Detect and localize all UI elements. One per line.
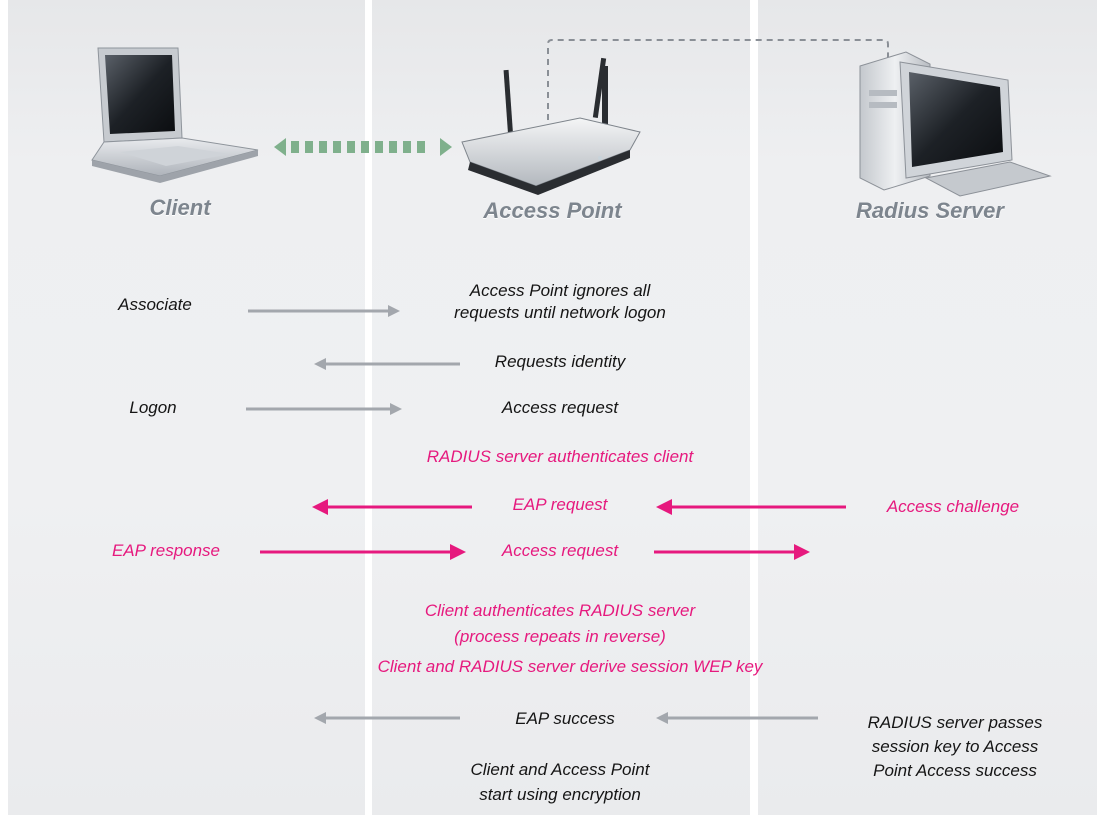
eap-success-arrow (314, 712, 460, 724)
requests-identity-arrow (314, 358, 460, 370)
radius-passes-line1: RADIUS server passes (867, 713, 1043, 732)
access-point-title: Access Point (483, 198, 622, 223)
radius-passes-arrow (656, 712, 818, 724)
access-request-forward-arrow (654, 544, 810, 560)
associate-arrow (248, 305, 400, 317)
access-challenge-label: Access challenge (886, 497, 1020, 516)
client-authenticates-line1: Client authenticates RADIUS server (424, 601, 696, 620)
requests-identity-label: Requests identity (494, 352, 626, 371)
access-request-label-1: Access request (501, 398, 619, 417)
radius-passes-line2: session key to Access (871, 737, 1039, 756)
encryption-line1: Client and Access Point (470, 760, 650, 779)
wireless-link-icon (274, 138, 452, 156)
ap-server-dashed-link (547, 39, 889, 120)
client-authenticates-line2: (process repeats in reverse) (454, 627, 666, 646)
logon-label: Logon (129, 398, 177, 417)
access-challenge-arrow (656, 499, 846, 515)
radius-server-title: Radius Server (856, 198, 1004, 223)
radius-passes-line3: Point Access success (873, 761, 1037, 780)
access-request-label-2: Access request (501, 541, 619, 560)
associate-label: Associate (118, 295, 192, 314)
ap-ignores-line1: Access Point ignores all (469, 281, 651, 300)
wireless-router-icon (461, 57, 641, 195)
laptop-icon (91, 47, 259, 183)
server-computer-icon (859, 51, 1052, 197)
logon-arrow (246, 403, 402, 415)
eap-success-label: EAP success (515, 709, 615, 728)
radius-authenticates-client-label: RADIUS server authenticates client (426, 447, 694, 466)
eap-response-label: EAP response (111, 541, 221, 560)
ap-ignores-line2: requests until network logon (454, 303, 666, 322)
eap-request-label: EAP request (512, 495, 608, 514)
eap-response-arrow (260, 544, 466, 560)
eap-request-arrow (312, 499, 472, 515)
client-title: Client (149, 195, 211, 220)
client-authenticates-line3: Client and RADIUS server derive session … (377, 657, 763, 676)
encryption-line2: start using encryption (479, 785, 641, 804)
